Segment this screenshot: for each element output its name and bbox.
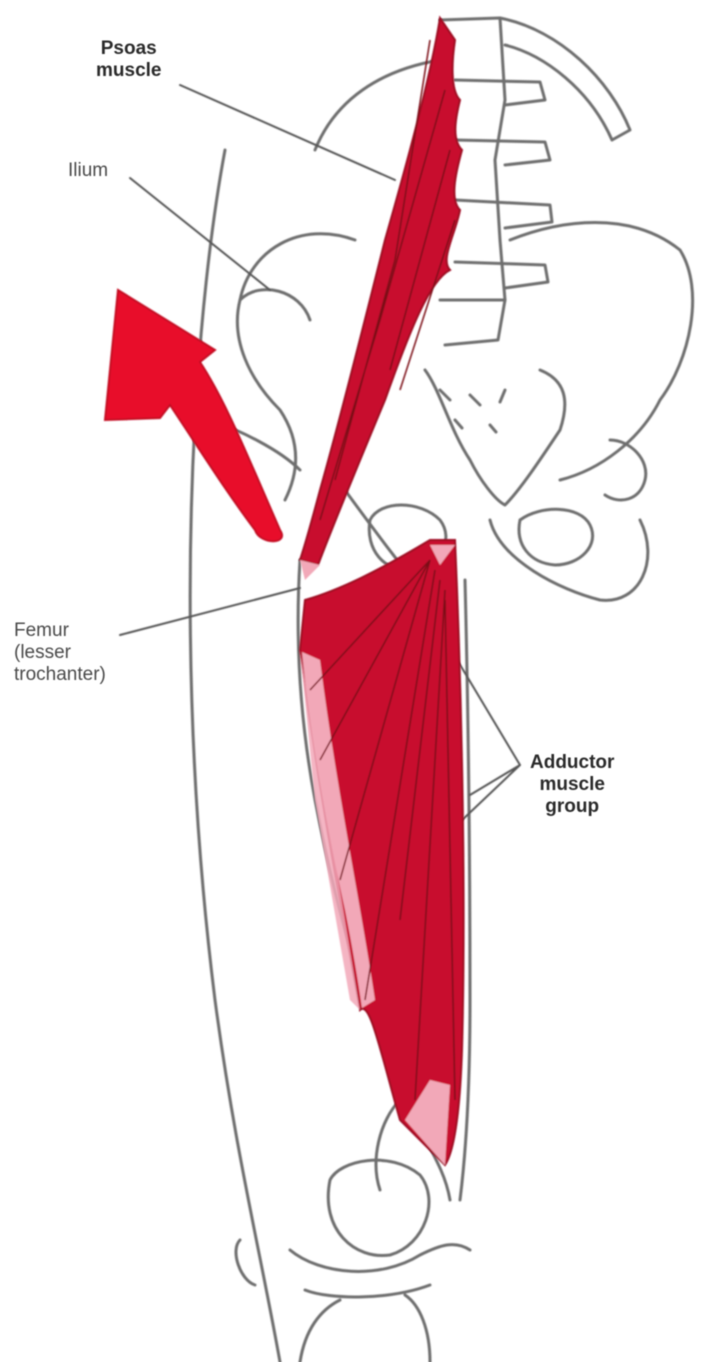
psoas-label-line-2: muscle	[96, 60, 161, 82]
psoas-label-line-1: Psoas	[96, 38, 161, 60]
vertebral-column	[315, 18, 630, 345]
psoas-muscle	[300, 18, 462, 580]
ilium-leader-line	[130, 178, 270, 290]
adductor-label-line-3: group	[530, 796, 614, 818]
femur-label-line-2: (lesser	[14, 642, 106, 664]
adductor-label-line-1: Adductor	[530, 752, 614, 774]
adductor-group-label: Adductor muscle group	[530, 752, 614, 818]
adductor-muscle-group	[300, 540, 464, 1165]
ilium-label: Ilium	[68, 160, 108, 182]
femur-label-line-1: Femur	[14, 620, 106, 642]
adductor-label-line-2: muscle	[530, 774, 614, 796]
femur-leader-line	[120, 588, 300, 635]
femur-label-line-3: trochanter)	[14, 664, 106, 686]
movement-arrow-icon	[105, 290, 282, 541]
femur-label: Femur (lesser trochanter)	[14, 620, 106, 686]
knee-joint	[236, 1160, 470, 1362]
psoas-leader-line	[180, 85, 395, 180]
psoas-muscle-label: Psoas muscle	[96, 38, 161, 82]
